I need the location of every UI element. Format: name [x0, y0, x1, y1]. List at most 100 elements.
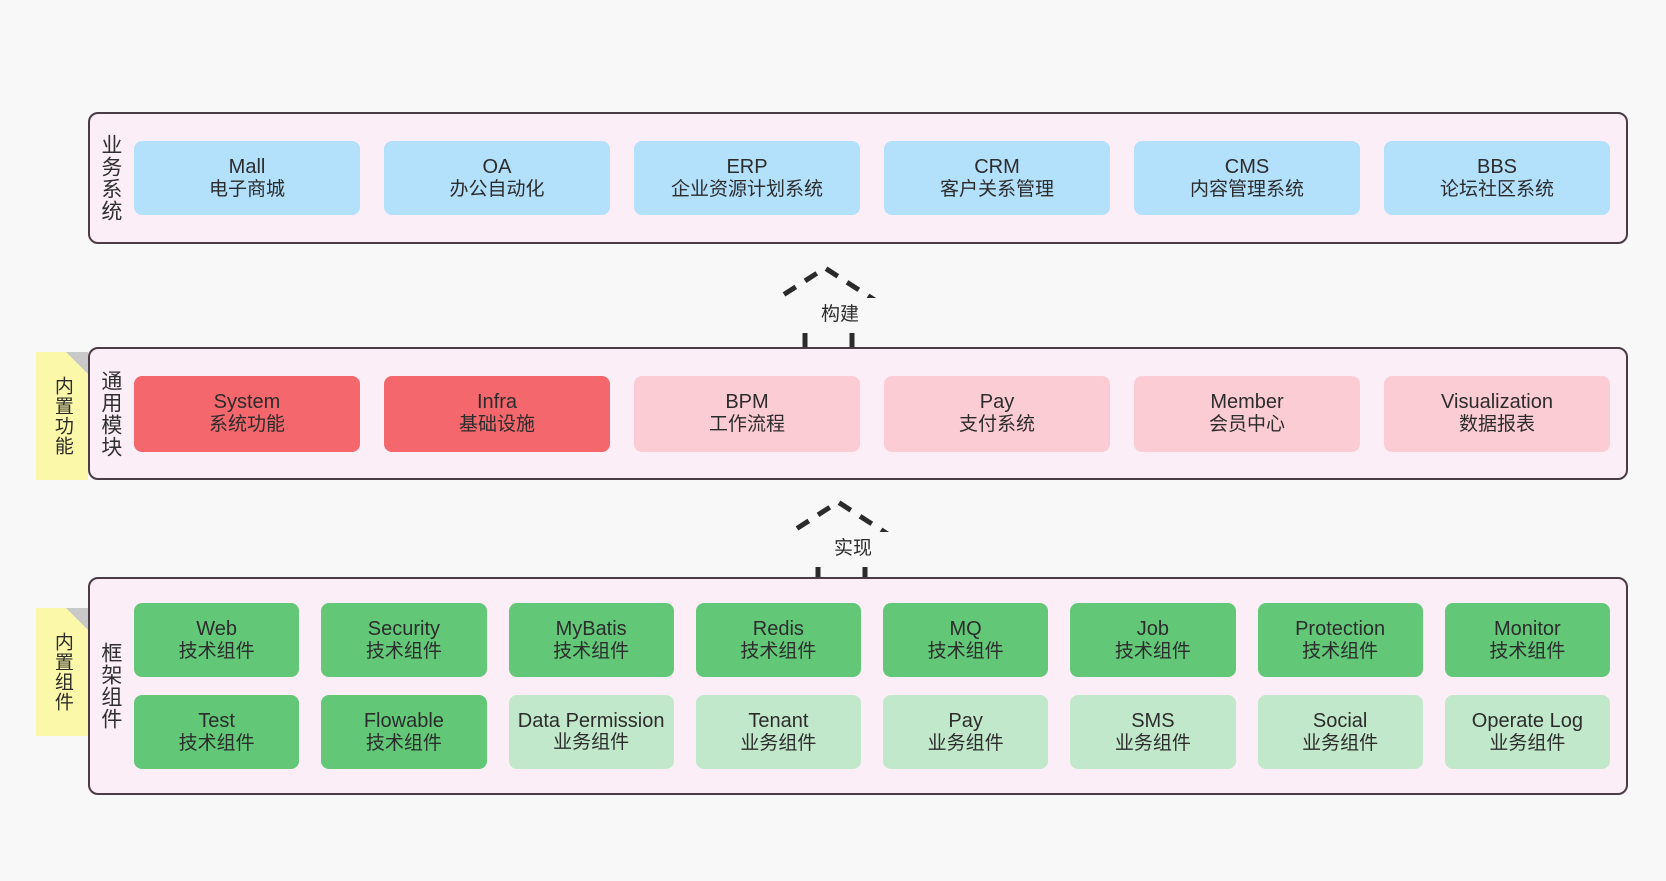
node-operate-log[interactable]: Operate Log 业务组件 — [1444, 695, 1610, 769]
node-title: CRM — [974, 155, 1020, 178]
node-title: Data Permission — [517, 709, 665, 732]
node-system[interactable]: System 系统功能 — [134, 375, 360, 452]
node-crm[interactable]: CRM 客户关系管理 — [884, 141, 1110, 215]
node-subtitle: 系统功能 — [208, 414, 285, 436]
node-title: Operate Log — [1471, 709, 1583, 732]
layer-row: Test 技术组件 Flowable 技术组件 Data Permission … — [134, 695, 1610, 769]
node-subtitle: 论坛社区系统 — [1439, 178, 1554, 200]
node-subtitle: 客户关系管理 — [939, 178, 1054, 200]
note-fold-icon — [66, 352, 88, 374]
node-erp[interactable]: ERP 企业资源计划系统 — [634, 141, 860, 215]
sticky-note-builtin-components: 内置组件 — [36, 608, 88, 736]
node-subtitle: 数据报表 — [1458, 414, 1535, 436]
node-sms[interactable]: SMS 业务组件 — [1070, 695, 1236, 769]
layer-row: Web 技术组件 Security 技术组件 MyBatis 技术组件 Redi… — [134, 603, 1610, 677]
node-title: System — [213, 391, 281, 414]
node-title: BPM — [725, 391, 769, 414]
node-subtitle: 业务组件 — [1114, 732, 1191, 754]
node-subtitle: 电子商城 — [208, 178, 285, 200]
node-title: Redis — [752, 617, 804, 640]
node-title: Mall — [228, 155, 266, 178]
node-title: Protection — [1295, 617, 1386, 640]
node-title: Test — [198, 709, 235, 732]
node-subtitle: 技术组件 — [1489, 640, 1566, 662]
layer-body-business: Mall 电子商城 OA 办公自动化 ERP 企业资源计划系统 CRM 客户关系… — [130, 114, 1626, 242]
node-oa[interactable]: OA 办公自动化 — [384, 141, 610, 215]
node-pay-component[interactable]: Pay 业务组件 — [883, 695, 1049, 769]
node-data-permission[interactable]: Data Permission 业务组件 — [508, 695, 674, 769]
note-fold-icon — [66, 608, 88, 630]
node-title: SMS — [1131, 709, 1175, 732]
layer-title-framework: 框架组件 — [98, 642, 122, 730]
node-subtitle: 工作流程 — [708, 414, 785, 436]
node-subtitle: 业务组件 — [740, 732, 817, 754]
note-label: 内置组件 — [51, 632, 73, 712]
node-mall[interactable]: Mall 电子商城 — [134, 141, 360, 215]
node-title: Infra — [476, 391, 518, 414]
node-bpm[interactable]: BPM 工作流程 — [634, 375, 860, 452]
node-title: ERP — [726, 155, 768, 178]
layer-title-modules: 通用模块 — [98, 369, 122, 458]
sticky-note-builtin-features: 内置功能 — [36, 352, 88, 480]
node-subtitle: 会员中心 — [1208, 414, 1285, 436]
layer-title-business: 业务系统 — [98, 134, 122, 222]
node-title: MQ — [949, 617, 982, 640]
node-cms[interactable]: CMS 内容管理系统 — [1134, 141, 1360, 215]
node-subtitle: 业务组件 — [1489, 732, 1566, 754]
node-redis[interactable]: Redis 技术组件 — [695, 603, 861, 677]
node-mybatis[interactable]: MyBatis 技术组件 — [508, 603, 674, 677]
node-visualization[interactable]: Visualization 数据报表 — [1384, 375, 1610, 452]
layer-row: Mall 电子商城 OA 办公自动化 ERP 企业资源计划系统 CRM 客户关系… — [134, 141, 1610, 215]
layer-row: System 系统功能 Infra 基础设施 BPM 工作流程 Pay 支付系统… — [134, 375, 1610, 452]
node-member[interactable]: Member 会员中心 — [1134, 375, 1360, 452]
note-label: 内置功能 — [51, 376, 73, 456]
node-job[interactable]: Job 技术组件 — [1070, 603, 1236, 677]
node-mq[interactable]: MQ 技术组件 — [883, 603, 1049, 677]
node-subtitle: 企业资源计划系统 — [670, 178, 823, 200]
node-title: CMS — [1224, 155, 1270, 178]
connector-label: 实现 — [768, 532, 938, 561]
connector-implement: 实现 — [768, 492, 938, 587]
node-subtitle: 支付系统 — [958, 414, 1035, 436]
node-title: Tenant — [748, 709, 809, 732]
node-pay[interactable]: Pay 支付系统 — [884, 375, 1110, 452]
node-title: Web — [196, 617, 237, 640]
node-title: Security — [367, 617, 440, 640]
node-subtitle: 技术组件 — [927, 640, 1004, 662]
node-title: OA — [482, 155, 512, 178]
node-title: Monitor — [1494, 617, 1561, 640]
node-subtitle: 业务组件 — [1302, 732, 1379, 754]
node-infra[interactable]: Infra 基础设施 — [384, 375, 610, 452]
node-monitor[interactable]: Monitor 技术组件 — [1444, 603, 1610, 677]
node-subtitle: 基础设施 — [458, 414, 535, 436]
node-subtitle: 技术组件 — [178, 640, 255, 662]
node-bbs[interactable]: BBS 论坛社区系统 — [1384, 141, 1610, 215]
node-title: Job — [1136, 617, 1169, 640]
node-protection[interactable]: Protection 技术组件 — [1257, 603, 1423, 677]
node-social[interactable]: Social 业务组件 — [1257, 695, 1423, 769]
node-subtitle: 技术组件 — [178, 732, 255, 754]
node-web[interactable]: Web 技术组件 — [134, 603, 300, 677]
connector-label: 构建 — [755, 298, 925, 327]
node-test[interactable]: Test 技术组件 — [134, 695, 300, 769]
node-title: Pay — [979, 391, 1015, 414]
node-subtitle: 内容管理系统 — [1189, 178, 1304, 200]
node-flowable[interactable]: Flowable 技术组件 — [321, 695, 487, 769]
node-title: Pay — [948, 709, 983, 732]
node-subtitle: 技术组件 — [740, 640, 817, 662]
node-tenant[interactable]: Tenant 业务组件 — [695, 695, 861, 769]
layer-body-framework: Web 技术组件 Security 技术组件 MyBatis 技术组件 Redi… — [130, 579, 1626, 793]
node-subtitle: 技术组件 — [1302, 640, 1379, 662]
node-title: BBS — [1476, 155, 1518, 178]
layer-body-modules: System 系统功能 Infra 基础设施 BPM 工作流程 Pay 支付系统… — [130, 349, 1626, 478]
layer-general-modules: 通用模块 System 系统功能 Infra 基础设施 BPM 工作流程 Pay… — [88, 347, 1628, 480]
node-security[interactable]: Security 技术组件 — [321, 603, 487, 677]
node-subtitle: 技术组件 — [365, 640, 442, 662]
node-subtitle: 技术组件 — [1114, 640, 1191, 662]
node-subtitle: 业务组件 — [553, 731, 630, 753]
node-title: Social — [1312, 709, 1368, 732]
layer-framework-components: 框架组件 Web 技术组件 Security 技术组件 MyBatis 技术组件… — [88, 577, 1628, 795]
layer-business-systems: 业务系统 Mall 电子商城 OA 办公自动化 ERP 企业资源计划系统 CRM… — [88, 112, 1628, 244]
node-title: MyBatis — [555, 617, 627, 640]
